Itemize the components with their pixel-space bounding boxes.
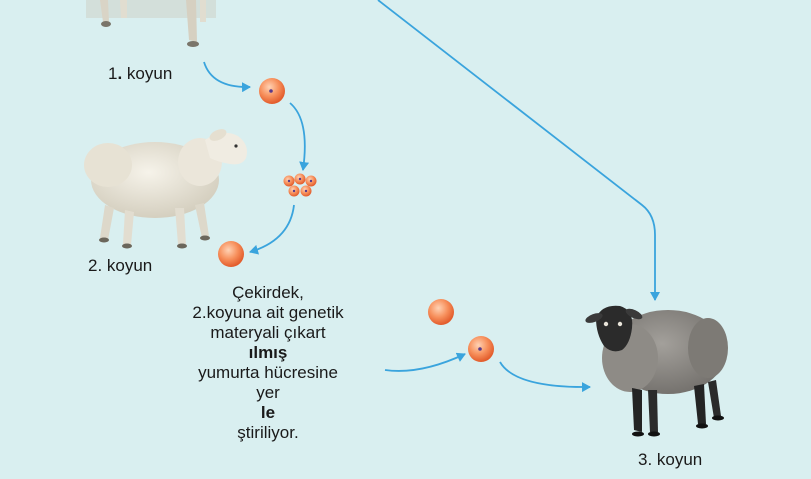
- caption-line-1: Çekirdek,: [150, 283, 386, 303]
- arrow-embryo-to-enucleated-egg: [250, 205, 294, 252]
- arrow-caption-to-egg: [385, 354, 465, 371]
- sheep-3-icon: [584, 306, 728, 437]
- caption-line-5: yerleştiriliyor.: [150, 383, 386, 443]
- sheep-1-label: 1. koyun: [108, 64, 172, 84]
- caption-line-4: yumurta hücresine: [150, 363, 386, 383]
- caption-line-3: materyali çıkartılmış: [150, 323, 386, 363]
- sheep-2-label: 2. koyun: [88, 256, 152, 276]
- sheep-3-label: 3. koyun: [638, 450, 702, 470]
- sheep-2-icon: [84, 127, 247, 249]
- fused-egg-cell-icon: [468, 336, 494, 362]
- enucleated-egg-cell-icon: [218, 241, 244, 267]
- arrow-egg-to-sheep3: [500, 362, 590, 387]
- arrow-sheep1-to-sheep3: [378, 0, 655, 300]
- sheep-1-icon: [86, 0, 216, 47]
- process-caption: Çekirdek, 2.koyuna ait genetik materyali…: [150, 283, 386, 443]
- caption-line-2: 2.koyuna ait genetik: [150, 303, 386, 323]
- arrow-sheep1-to-egg: [204, 62, 250, 87]
- egg-cell-icon: [259, 78, 285, 104]
- nucleus-free-cell-icon: [428, 299, 454, 325]
- arrow-egg-to-embryo: [290, 103, 305, 170]
- embryo-cells-icon: [284, 174, 317, 197]
